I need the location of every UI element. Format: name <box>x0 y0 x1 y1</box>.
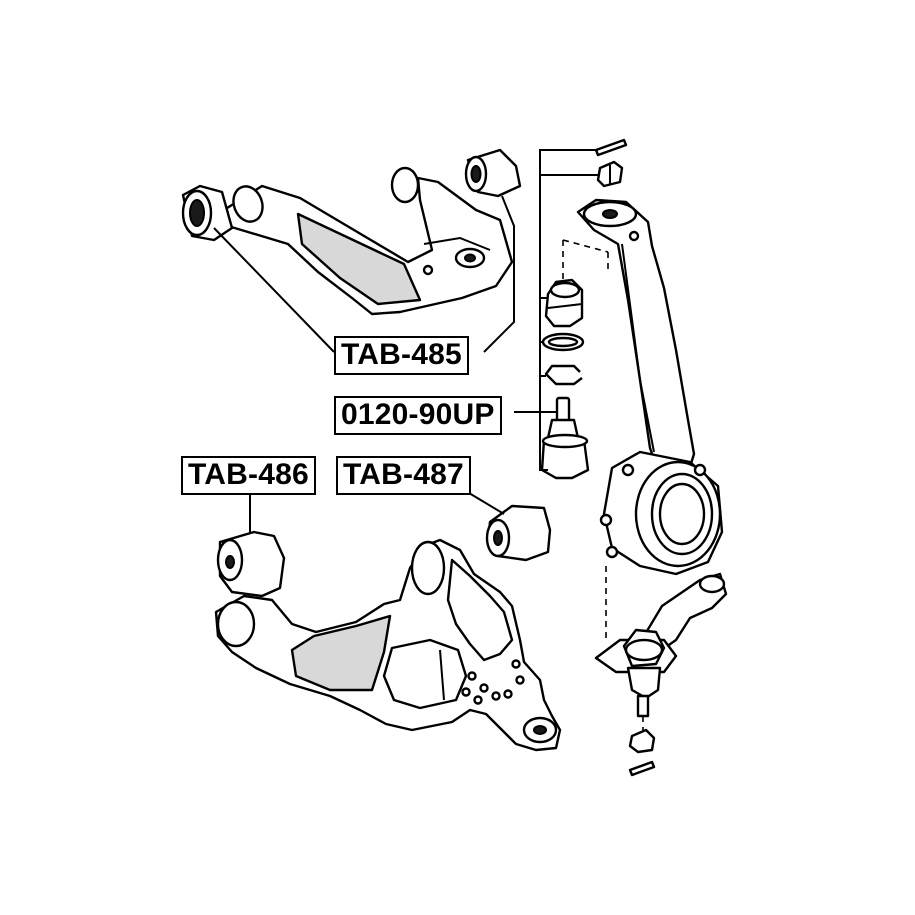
steering-knuckle <box>576 198 724 640</box>
lower-arm-bushing-rear <box>216 530 286 598</box>
leader-lines-ball-joint <box>514 149 598 471</box>
ball-joint-components <box>540 138 628 480</box>
part-label-ball-joint: 0120-90UP <box>334 396 502 435</box>
upper-arm-bushing-left <box>181 184 234 242</box>
part-label-tab-486: TAB-486 <box>181 456 316 495</box>
lower-control-arm <box>214 538 562 752</box>
leader-lines-lower <box>249 489 505 534</box>
part-label-tab-487: TAB-487 <box>336 456 471 495</box>
leader-lines-tab-485 <box>213 195 515 353</box>
lower-arm-bushing-front <box>485 504 552 562</box>
upper-control-arm <box>206 166 514 316</box>
part-label-tab-485: TAB-485 <box>334 336 469 375</box>
lower-ball-joint <box>594 572 728 777</box>
upper-arm-bushing-right <box>464 148 522 198</box>
